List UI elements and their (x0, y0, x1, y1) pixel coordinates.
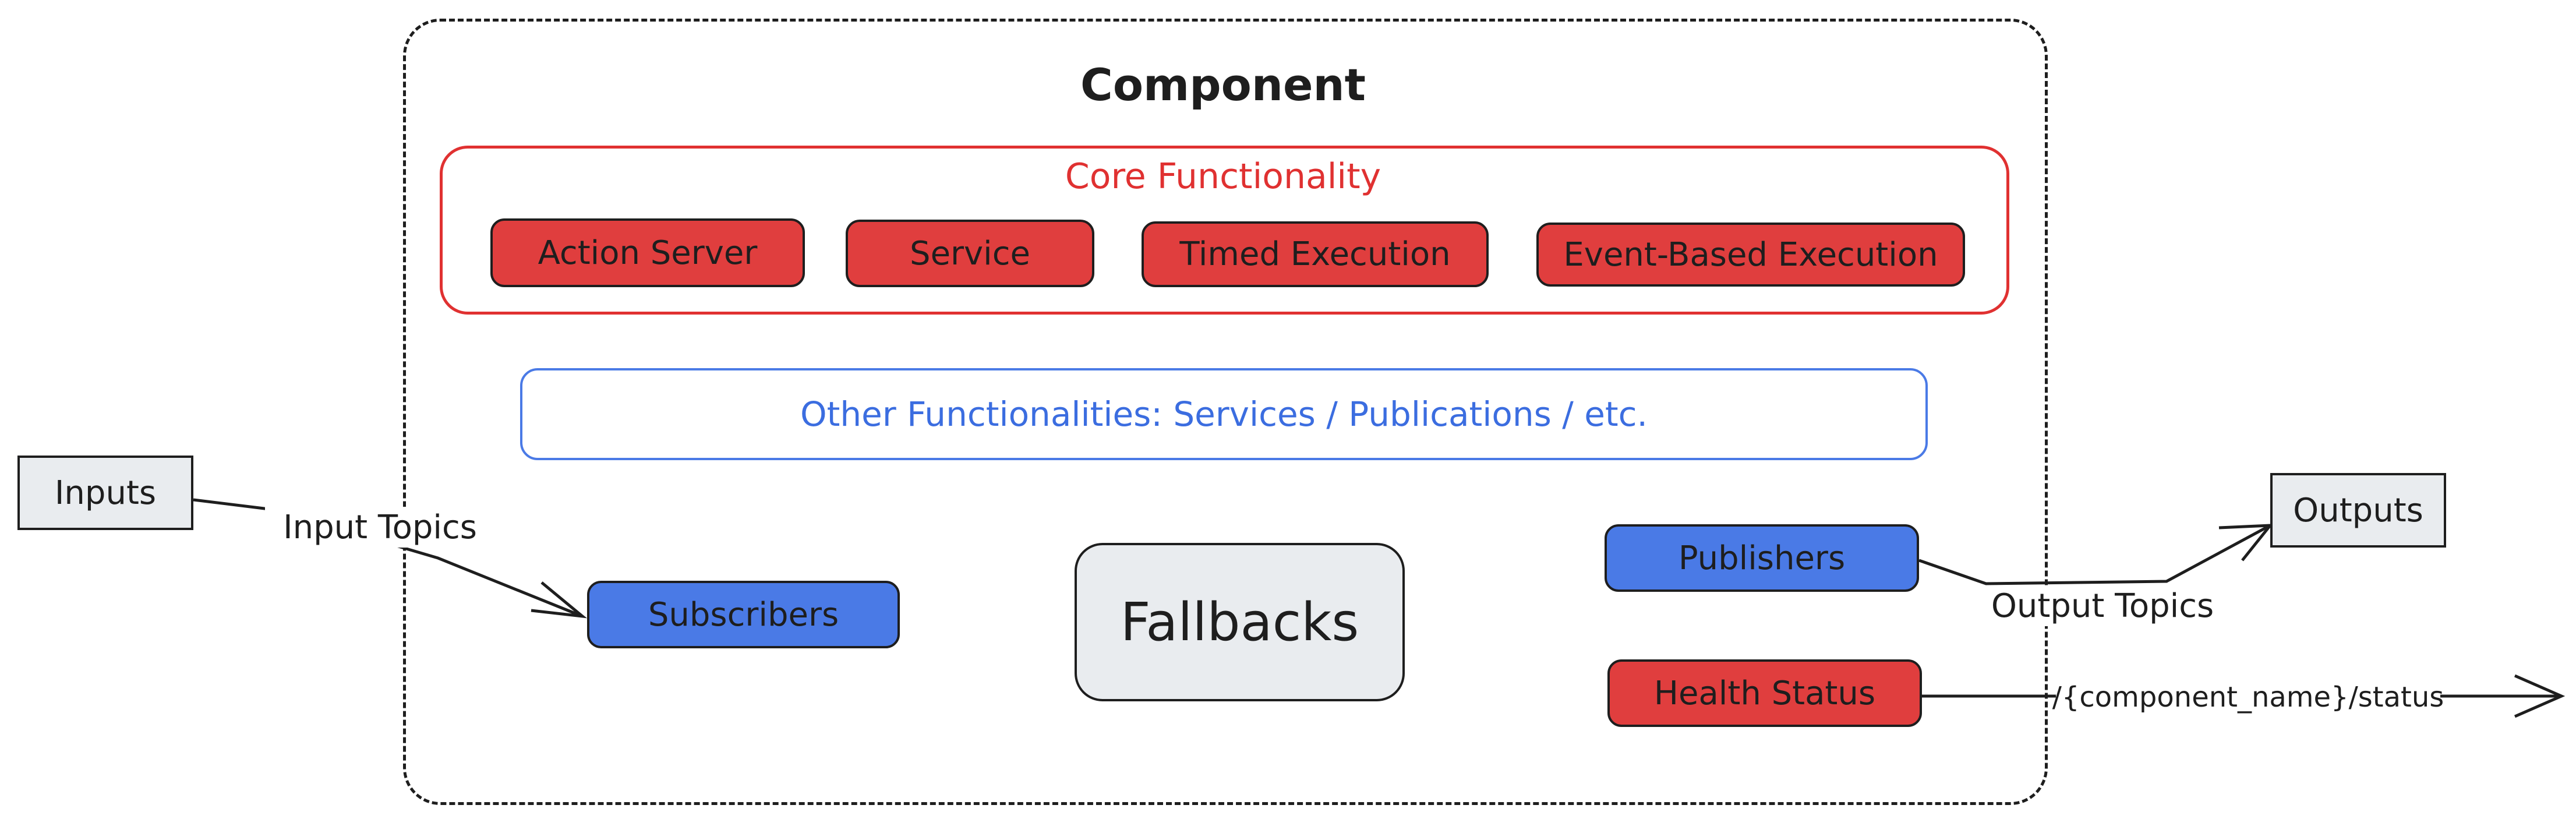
inputs-box: Inputs (17, 456, 193, 530)
publishers-block: Publishers (1605, 524, 1919, 592)
input-topics-label: Input Topics (265, 507, 495, 548)
component-frame (403, 19, 2048, 805)
status-topic-label: /{component_name}/status (2052, 677, 2444, 717)
timed-execution-block: Timed Execution (1142, 221, 1489, 287)
other-functionalities-box: Other Functionalities: Services / Public… (520, 368, 1928, 460)
status-arrowhead (2514, 674, 2566, 718)
subscribers-block: Subscribers (587, 581, 900, 648)
core-functionality-title: Core Functionality (1065, 156, 1381, 197)
component-title: Component (1080, 58, 1366, 111)
health-status-block: Health Status (1607, 659, 1922, 727)
input-topics-arrowhead (531, 581, 588, 619)
action-server-block: Action Server (490, 218, 805, 287)
service-block: Service (846, 220, 1094, 287)
output-topics-label: Output Topics (1971, 585, 2234, 626)
event-based-execution-block: Event-Based Execution (1536, 223, 1965, 287)
outputs-box: Outputs (2270, 473, 2446, 548)
output-topics-arrow (1918, 524, 2271, 585)
core-functionality-group (440, 146, 2009, 315)
fallbacks-block: Fallbacks (1075, 543, 1405, 701)
